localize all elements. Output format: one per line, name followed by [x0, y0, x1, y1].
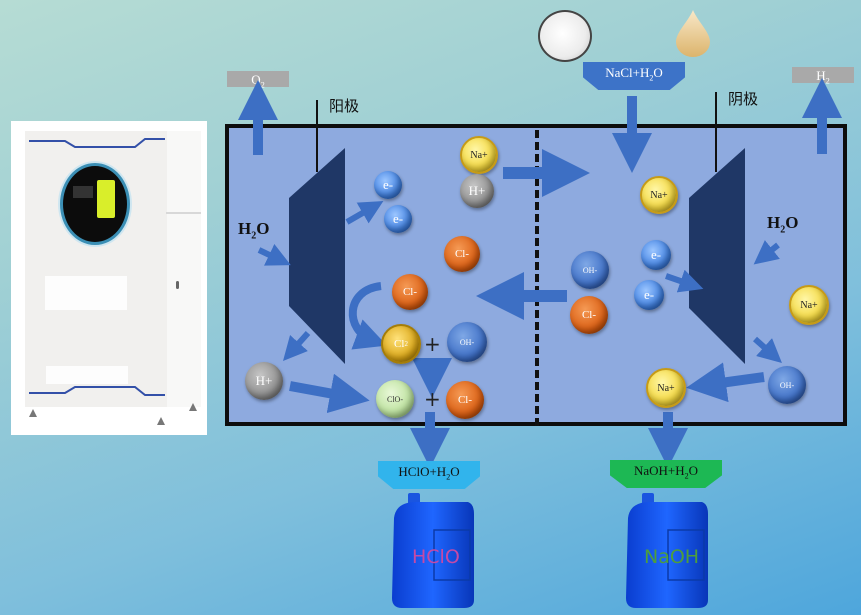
acid-output-sub: 2: [446, 472, 451, 482]
water-drop-icon: [676, 10, 710, 57]
chloride-ion: Cl-: [570, 296, 608, 334]
chloride-ion: Cl-: [392, 274, 428, 310]
acid-output-post: O: [450, 464, 460, 479]
base-output-sub: 2: [684, 471, 689, 481]
hydrogen-ion: H+: [245, 362, 283, 400]
hydroxide-ion: OH-: [768, 366, 806, 404]
machine-foot: [189, 403, 197, 411]
electron-uptake-arrow: [665, 269, 704, 293]
cathode-water-arrow: [753, 240, 780, 265]
cl2-symbol: Cl: [394, 338, 405, 350]
electron: e-: [634, 280, 664, 310]
water-sub: 2: [780, 224, 786, 236]
acid-output-label: HClO+H: [398, 464, 447, 479]
sodium-ion: Na+: [646, 368, 686, 408]
hydrogen-symbol: H: [816, 68, 826, 83]
machine-label-plate: [45, 276, 127, 310]
lcd-screen: [73, 186, 93, 198]
machine-top-trim: [29, 138, 165, 148]
anode-water-label: H2O: [238, 219, 269, 241]
cathode-label: 阴极: [728, 90, 759, 108]
base-output-hopper: NaOH+H2O: [610, 460, 722, 488]
control-panel-display: [60, 163, 130, 245]
hydrogen-ion: H+: [460, 174, 494, 208]
water-sub: 2: [251, 230, 257, 242]
proton-to-hypochlorite-arrow: [289, 373, 370, 414]
sodium-ion: Na+: [460, 136, 498, 174]
base-output-post: O: [688, 463, 699, 478]
anode-label: 阳极: [329, 97, 360, 115]
electron: e-: [641, 240, 671, 270]
electron: e-: [374, 171, 402, 199]
sodium-ion: Na+: [640, 176, 678, 214]
oxygen-symbol: O: [251, 72, 261, 87]
hydroxide-release-arrow: [753, 336, 782, 363]
chloride-ion: Cl-: [444, 236, 480, 272]
water-h: H: [238, 219, 252, 238]
cathode-plate: [689, 148, 745, 364]
machine-label-plate-lower: [46, 366, 128, 384]
base-output-label: NaOH+H: [633, 463, 685, 478]
feed-hopper: NaCl+H2O: [583, 62, 685, 90]
hypochlorite-ion: ClO-: [376, 380, 414, 418]
naoh-jug-icon: [626, 493, 708, 608]
salt-dish-icon: [538, 10, 592, 62]
sodium-ion: Na+: [789, 285, 829, 325]
plus-sign: +: [424, 332, 441, 356]
water-h: H: [767, 213, 781, 232]
electron-release-arrow: [345, 201, 384, 225]
cathode-water-label: H2O: [767, 213, 798, 235]
machine-side-knob: [176, 281, 179, 289]
machine-side-seam: [166, 212, 201, 214]
hclo-jug-icon: [392, 493, 474, 608]
anode-water-arrow: [257, 244, 291, 266]
water-o: O: [256, 219, 270, 238]
feed-label-post: O: [653, 65, 663, 80]
hydroxide-to-sodium-arrow: [686, 362, 765, 403]
plus-sign: +: [424, 387, 441, 411]
hclo-jug-label: HClO: [412, 546, 460, 568]
machine-side-panel: [167, 131, 201, 407]
machine-foot: [29, 409, 37, 417]
chloride-ion: Cl-: [446, 381, 484, 419]
ion-exchange-membrane: [535, 130, 539, 426]
water-o: O: [785, 213, 799, 232]
electron: e-: [384, 205, 412, 233]
hydroxide-ion: OH-: [447, 322, 487, 362]
naoh-jug-label: NaOH: [644, 546, 700, 568]
anode-plate: [289, 148, 345, 364]
cl2-subscript: 2: [404, 340, 408, 348]
chloride-oxidation-arrow: [348, 282, 387, 350]
feed-label: NaCl+H: [605, 65, 650, 80]
acid-output-hopper: HClO+H2O: [378, 461, 480, 489]
hydroxide-ion: OH-: [571, 251, 609, 289]
electrolyzer-machine-photo: [11, 121, 207, 435]
proton-release-arrow: [282, 330, 311, 361]
feed-label-sub: 2: [649, 73, 654, 83]
keypad: [97, 180, 115, 218]
machine-foot: [157, 417, 165, 425]
machine-bottom-trim: [29, 386, 165, 396]
